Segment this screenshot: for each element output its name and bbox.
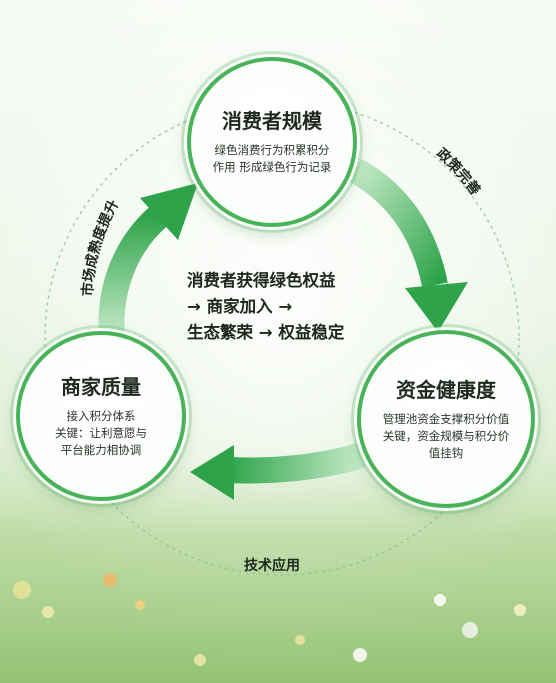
center-line: 生态繁荣 → 权益稳定 — [187, 323, 345, 342]
node-merchant-desc-line: 接入积分体系 — [66, 408, 136, 423]
arrow-fund-to-merchant — [190, 442, 366, 500]
node-merchant-desc-line: 关键：让利意愿与 — [55, 425, 147, 440]
node-merchant-desc: 接入积分体系 关键：让利意愿与 平台能力相协调 — [55, 408, 147, 459]
node-merchant-quality: 商家质量 接入积分体系 关键：让利意愿与 平台能力相协调 — [16, 331, 186, 501]
center-line: 消费者获得绿色权益 — [187, 271, 336, 290]
meadow-flowers — [13, 573, 526, 666]
node-merchant-title: 商家质量 — [61, 374, 141, 399]
node-consumer-scale: 消费者规模 绿色消费行为积累积分 作用 形成绿色行为记录 — [187, 57, 357, 227]
arrow-merchant-to-consumer — [98, 183, 198, 340]
node-consumer-desc-line: 作用 形成绿色行为记录 — [212, 160, 332, 174]
node-fund-title: 资金健康度 — [396, 377, 496, 402]
node-consumer-desc: 绿色消费行为积累积分 作用 形成绿色行为记录 — [213, 142, 332, 176]
node-fund-desc-line: 管理池资金支撑积分价值 — [382, 411, 510, 426]
node-fund-desc-line: 值挂钩 — [428, 445, 464, 460]
node-consumer-desc-line: 绿色消费行为积累积分 — [214, 143, 330, 157]
grass-field — [0, 455, 556, 683]
node-consumer-title: 消费者规模 — [222, 109, 322, 133]
node-fund-desc-line: 关键，资金规模与积分价 — [382, 428, 510, 443]
node-merchant-desc-line: 平台能力相协调 — [60, 442, 142, 457]
node-fund-health: 资金健康度 管理池资金支撑积分价值 关键，资金规模与积分价 值挂钩 — [357, 330, 535, 508]
ring-label-bottom: 技术应用 — [244, 557, 300, 574]
center-cycle-text: 消费者获得绿色权益 → 商家加入 → 生态繁荣 → 权益稳定 — [187, 268, 387, 346]
outer-dashed-ring — [44, 100, 520, 576]
node-fund-desc: 管理池资金支撑积分价值 关键，资金规模与积分价 值挂钩 — [383, 411, 510, 462]
center-line: → 商家加入 → — [187, 297, 293, 316]
ring-label-right: 政策完善 — [433, 145, 484, 198]
arrow-consumer-to-fund — [348, 158, 468, 332]
